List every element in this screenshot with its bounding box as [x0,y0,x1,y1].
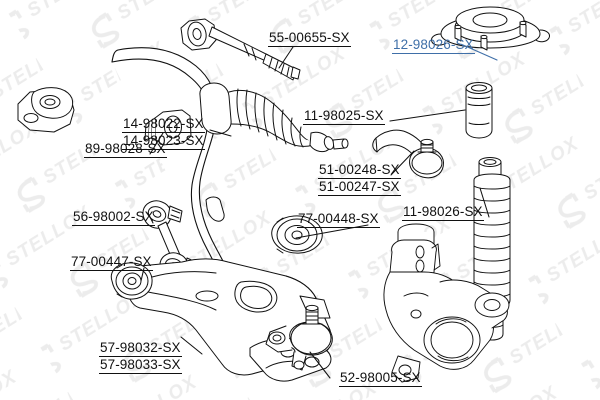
part-control-arm-rear-bush [271,215,323,254]
part-number-text: 55-00655-SX [268,30,351,47]
part-label-stabilizer-link-drop-link[interactable]: 56-98002-SX [72,209,155,226]
part-number-text: 51-00248-SX [318,162,401,179]
part-number-text: 14-98022-SX [122,116,205,133]
part-bump-stop [465,82,493,139]
part-number-text: 11-98025-SX [303,108,385,125]
part-label-strut-dust-cover-bellow[interactable]: 11-98026-SX [402,204,484,221]
part-number-text: 57-98033-SX [99,357,182,374]
part-outer-tie-rod-end [372,129,444,179]
part-number-text: 51-00247-SX [318,179,401,196]
part-label-lower-ball-joint[interactable]: 52-98005-SX [339,370,422,387]
part-label-strut-mount-support-bearing[interactable]: 12-98026-SX [392,37,475,54]
part-label-strut-bump-stop-rubber-buffer[interactable]: 11-98025-SX [303,108,385,125]
part-label-control-arm-front-bush[interactable]: 77-00447-SX [70,254,153,271]
part-number-text: 52-98005-SX [339,370,422,387]
part-number-text: 77-00448-SX [297,211,380,228]
part-number-text: 89-98028-SX [84,141,167,158]
part-number-text: 12-98026-SX [392,37,475,54]
part-label-control-arm-rear-hydro-bush[interactable]: 77-00448-SX [297,211,380,228]
part-label-stabilizer-bar-bush[interactable]: 89-98028-SX [84,141,167,158]
part-number-text: 77-00447-SX [70,254,153,271]
part-number-text: 14-98023-SX [122,133,205,150]
part-lower-ball-joint [265,304,333,371]
part-strut-mount [431,6,550,61]
part-label-inner-tie-rod-axial-joint[interactable]: 55-00655-SX [268,30,351,47]
part-steering-knuckle [383,223,510,383]
part-stabilizer-bar-bush [17,87,192,146]
part-number-text: 56-98002-SX [72,209,155,226]
part-number-text: 57-98032-SX [99,340,182,357]
part-number-text: 11-98026-SX [402,204,484,221]
part-steering-rack-bellow [199,82,349,153]
part-fragment-detail [205,196,225,222]
